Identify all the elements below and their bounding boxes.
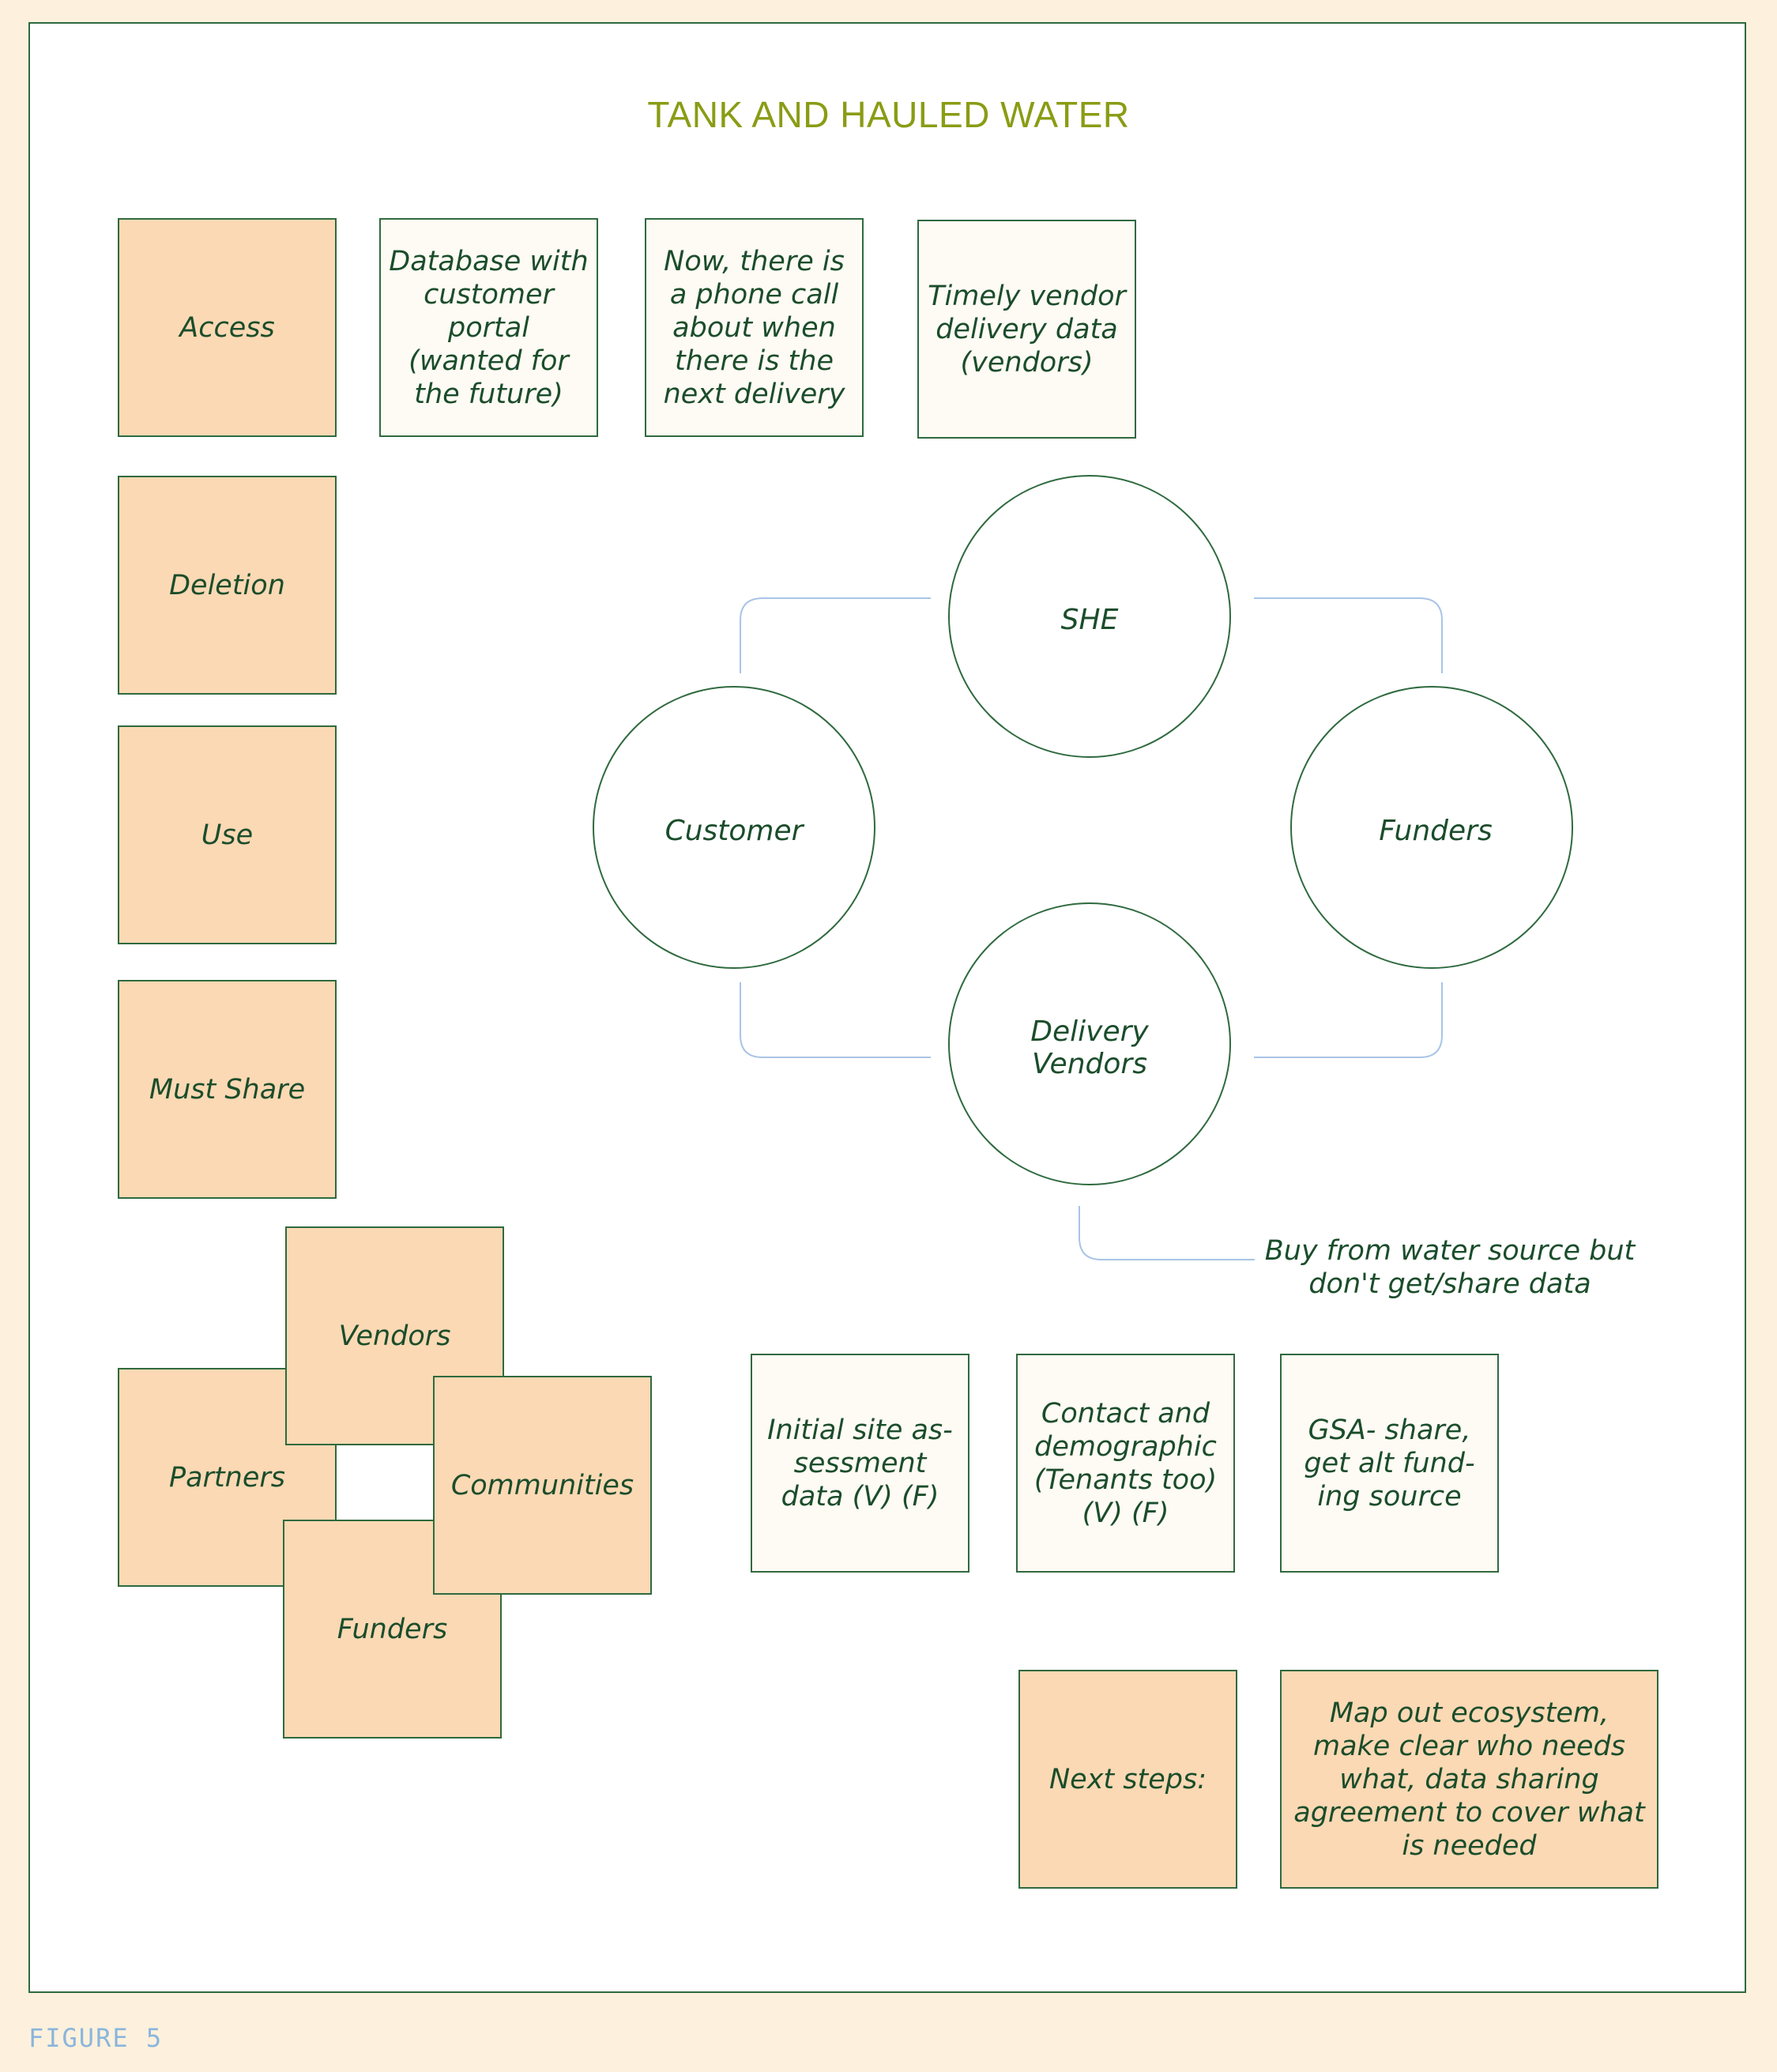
- access-note-vendor-data-text: Timely vendor delivery data (vendors): [928, 280, 1126, 379]
- category-use: Use: [118, 725, 337, 944]
- data-note-gsa: GSA- share, get alt fund-ing source: [1280, 1354, 1499, 1573]
- connector-she-funders: [1254, 597, 1443, 673]
- node-funders: [1290, 686, 1573, 969]
- data-note-gsa-text: GSA- share, get alt fund-ing source: [1304, 1414, 1475, 1513]
- node-funders-label: Funders: [1379, 815, 1493, 847]
- data-note-site-assessment-text: Initial site as-sessment data (V) (F): [767, 1414, 953, 1513]
- data-note-contact-demographic-text: Contact and demographic (Tenants too) (V…: [1033, 1397, 1218, 1529]
- node-she: [948, 475, 1231, 758]
- connector-funders-vendors: [1254, 982, 1443, 1058]
- connector-customer-vendors: [740, 982, 931, 1058]
- category-use-label: Use: [201, 819, 254, 851]
- node-customer: [593, 686, 875, 969]
- stakeholder-communities-label: Communities: [450, 1469, 634, 1501]
- diagram-title: TANK AND HAULED WATER: [647, 94, 1130, 135]
- next-steps-note: Map out ecosystem, make clear who needs …: [1280, 1670, 1658, 1889]
- node-delivery-vendors-label: Delivery Vendors: [1030, 1015, 1149, 1081]
- category-access-label: Access: [179, 311, 275, 344]
- access-note-vendor-data: Timely vendor delivery data (vendors): [917, 220, 1136, 439]
- category-deletion-label: Deletion: [169, 569, 285, 601]
- node-customer-label: Customer: [664, 815, 804, 847]
- category-must-share-label: Must Share: [149, 1073, 306, 1106]
- stakeholder-vendors-label: Vendors: [338, 1320, 451, 1352]
- node-delivery-vendors: [948, 902, 1231, 1185]
- category-access: Access: [118, 218, 337, 437]
- connector-vendors-note: [1079, 1206, 1255, 1260]
- category-deletion: Deletion: [118, 476, 337, 695]
- stakeholder-funders-label: Funders: [337, 1613, 448, 1645]
- next-steps-label-note: Next steps:: [1018, 1670, 1237, 1889]
- access-note-phone-call: Now, there is a phone call about when th…: [645, 218, 864, 437]
- access-note-database-text: Database with customer portal (wanted fo…: [389, 245, 589, 410]
- data-note-contact-demographic: Contact and demographic (Tenants too) (V…: [1016, 1354, 1235, 1573]
- category-must-share: Must Share: [118, 980, 337, 1199]
- connector-customer-she: [740, 597, 931, 673]
- node-she-label: SHE: [1060, 604, 1119, 636]
- data-note-site-assessment: Initial site as-sessment data (V) (F): [751, 1354, 969, 1573]
- figure-caption: FIGURE 5: [28, 2023, 164, 2053]
- next-steps-text: Map out ecosystem, make clear who needs …: [1293, 1697, 1645, 1862]
- vendor-note: Buy from water source but don't get/shar…: [1264, 1235, 1636, 1300]
- stakeholder-communities: Communities: [433, 1376, 652, 1595]
- access-note-database: Database with customer portal (wanted fo…: [379, 218, 598, 437]
- next-steps-label: Next steps:: [1049, 1763, 1207, 1795]
- stakeholder-partners-label: Partners: [168, 1461, 285, 1494]
- access-note-phone-call-text: Now, there is a phone call about when th…: [663, 245, 845, 410]
